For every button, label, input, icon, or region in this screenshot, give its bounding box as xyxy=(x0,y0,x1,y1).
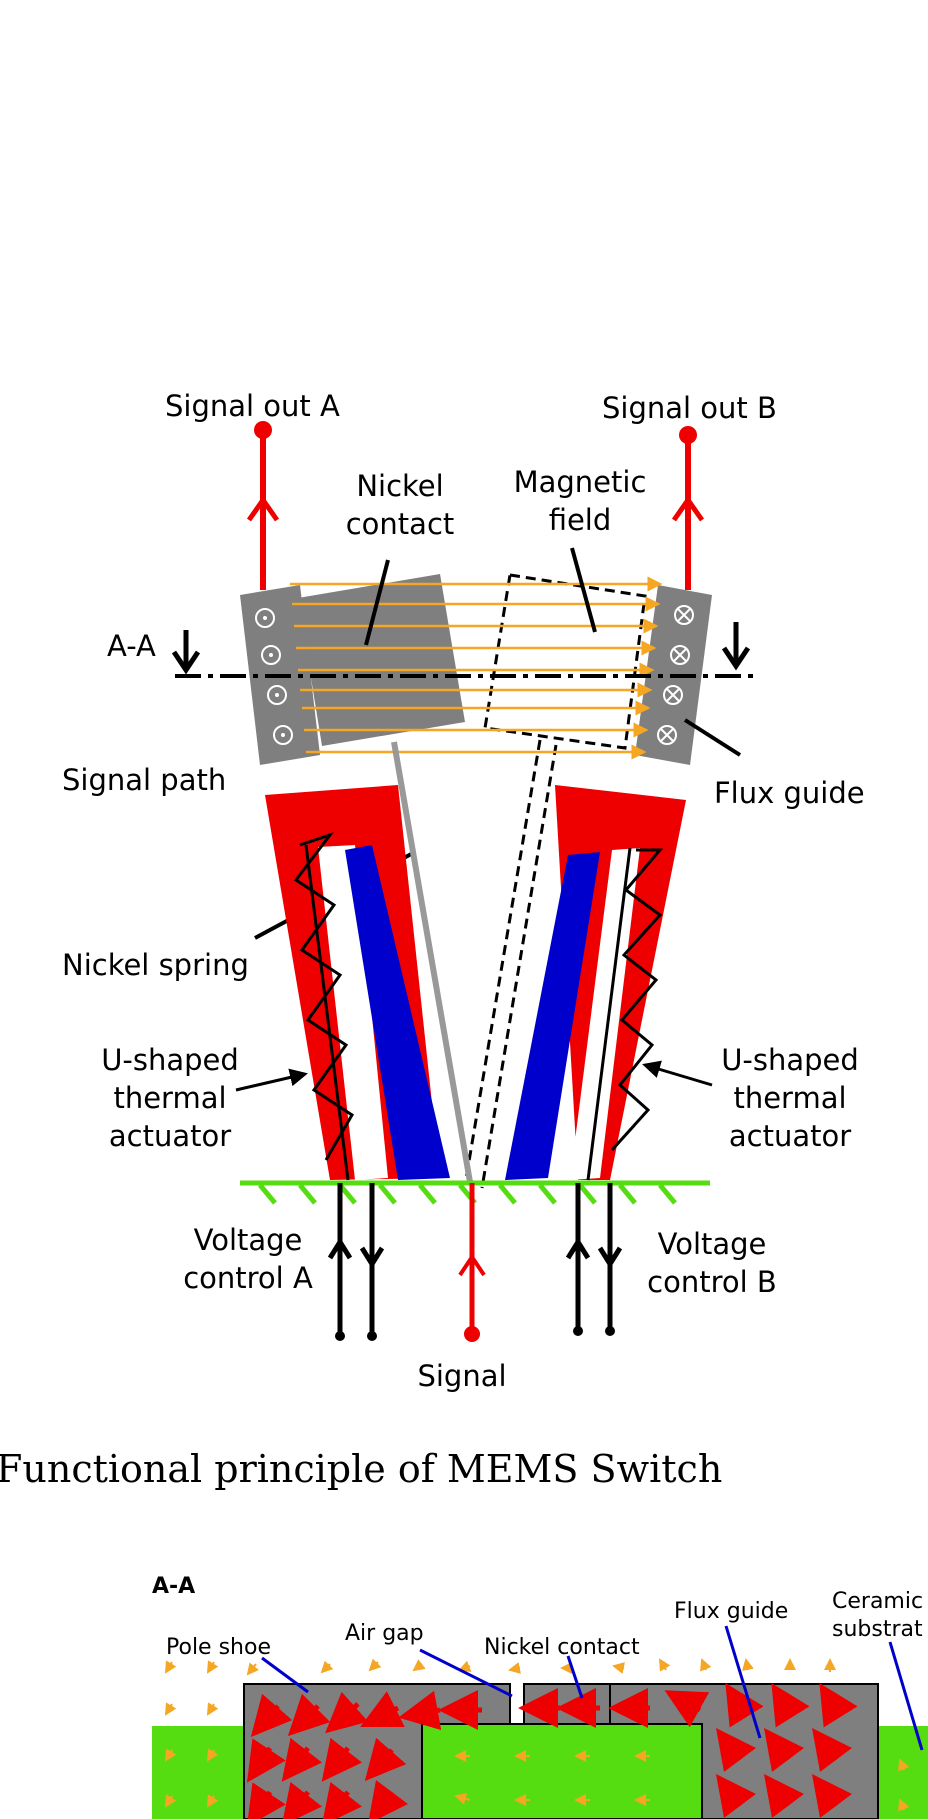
voltage-a-label-1: Voltage xyxy=(194,1223,303,1257)
signal-in-label: Signal xyxy=(417,1359,506,1393)
nickel-contact-block xyxy=(298,574,465,746)
air-gap-label: Air gap xyxy=(345,1621,424,1646)
pole-shoe-label: Pole shoe xyxy=(166,1635,271,1660)
voltage-b-label-1: Voltage xyxy=(658,1227,767,1261)
flux-guide-section-label: Flux guide xyxy=(674,1599,788,1624)
signal-out-a-label: Signal out A xyxy=(165,389,340,423)
figure-caption: Functional principle of MEMS Switch xyxy=(0,1447,722,1491)
section-leader-lines xyxy=(261,1625,924,1751)
nickel-contact-label-1: Nickel xyxy=(356,469,443,503)
actuator-left-label-1: U-shaped xyxy=(101,1043,239,1077)
nickel-contact-section-label: Nickel contact xyxy=(484,1635,640,1660)
actuator-left-label-3: actuator xyxy=(109,1119,231,1153)
u-actuator-left xyxy=(265,785,450,1181)
signal-out-b-line xyxy=(671,426,705,590)
magnetic-field-label-2: field xyxy=(549,503,612,537)
voltage-control-b-lines xyxy=(565,1183,623,1330)
red-field-arrows xyxy=(246,1683,858,1819)
section-line xyxy=(171,622,760,678)
actuator-right-label-2: thermal xyxy=(733,1081,846,1115)
magnetic-field-lines xyxy=(290,576,663,760)
actuator-left-leader xyxy=(235,1068,308,1092)
section-diagram: A-A Pole shoe Air gap Nickel contact Flu… xyxy=(152,1574,928,1819)
voltage-a-label-2: control A xyxy=(183,1261,313,1295)
signal-out-b-label: Signal out B xyxy=(602,391,777,425)
flux-guide-label: Flux guide xyxy=(714,776,865,810)
actuator-left-label-2: thermal xyxy=(113,1081,226,1115)
voltage-b-label-2: control B xyxy=(647,1265,777,1299)
ceramic-label-2: substrat xyxy=(832,1617,923,1642)
section-marker-label: A-A xyxy=(107,629,156,663)
orange-field-arrows xyxy=(164,1658,910,1812)
section-nickel-contact xyxy=(523,1683,611,1725)
magnetic-field-label-1: Magnetic xyxy=(514,465,647,499)
nickel-contact-label-2: contact xyxy=(346,507,455,541)
signal-path-label: Signal path xyxy=(62,763,226,797)
actuator-right-leader xyxy=(642,1060,713,1087)
top-diagram: Signal out A Signal out B Nickel contact… xyxy=(62,389,865,1393)
ceramic-label-1: Ceramic xyxy=(832,1589,923,1614)
signal-out-a-line xyxy=(246,421,280,590)
section-title: A-A xyxy=(152,1574,195,1599)
u-actuator-right xyxy=(505,785,686,1181)
actuator-right-label-1: U-shaped xyxy=(721,1043,859,1077)
nickel-spring xyxy=(391,741,473,1183)
substrate-ground xyxy=(240,1180,710,1205)
voltage-control-a-lines xyxy=(327,1183,385,1335)
signal-in-line xyxy=(458,1183,486,1342)
nickel-spring-label: Nickel spring xyxy=(62,948,249,982)
contact-dashed-outline xyxy=(483,573,647,750)
spring-dashed-outline xyxy=(463,739,558,1189)
actuator-right-label-3: actuator xyxy=(729,1119,851,1153)
